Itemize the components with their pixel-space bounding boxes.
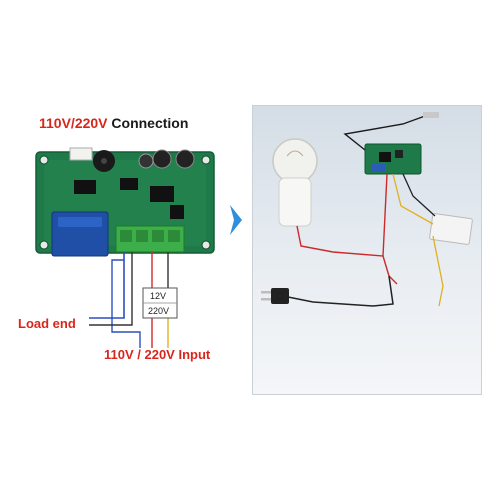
sensor-probe [423, 112, 439, 118]
sensor-connector [69, 147, 93, 161]
mount-hole [39, 240, 49, 250]
mount-hole [201, 240, 211, 250]
bulb-socket [278, 177, 312, 227]
capacitor [138, 153, 154, 169]
ic-chip [74, 180, 96, 194]
arrow-icon [230, 205, 242, 235]
photo-wire-yellow [392, 173, 434, 225]
photo-wire-yellow-2 [432, 235, 444, 307]
load-end-label: Load end [18, 316, 76, 331]
sensor-cable [343, 115, 426, 151]
ic-chip [120, 178, 138, 190]
photo-wire-black [402, 173, 436, 217]
mount-hole [201, 155, 211, 165]
mount-hole [39, 155, 49, 165]
photo-wire-red [296, 173, 388, 257]
supply-box-bottom-label: 220V [148, 306, 170, 316]
wire-blue-load [89, 252, 125, 319]
ic-chip [150, 186, 174, 202]
diagram-title: 110V/220V Connection [39, 115, 188, 131]
supply-box-top-label: 12V [150, 291, 167, 301]
wiring-photo [252, 105, 482, 395]
ic-chip [170, 205, 184, 219]
title-connection: Connection [111, 115, 189, 131]
light-bulb [272, 138, 318, 184]
power-plug [271, 288, 289, 304]
photo-wire-black-2 [282, 275, 394, 307]
input-label: 110V / 220V Input [104, 347, 211, 362]
title-voltage: 110V/220V [39, 115, 108, 131]
capacitor [152, 149, 172, 169]
capacitor [175, 149, 195, 169]
power-module [429, 213, 473, 245]
wire-blue-input [111, 259, 141, 348]
wire-dark-load [89, 252, 133, 326]
